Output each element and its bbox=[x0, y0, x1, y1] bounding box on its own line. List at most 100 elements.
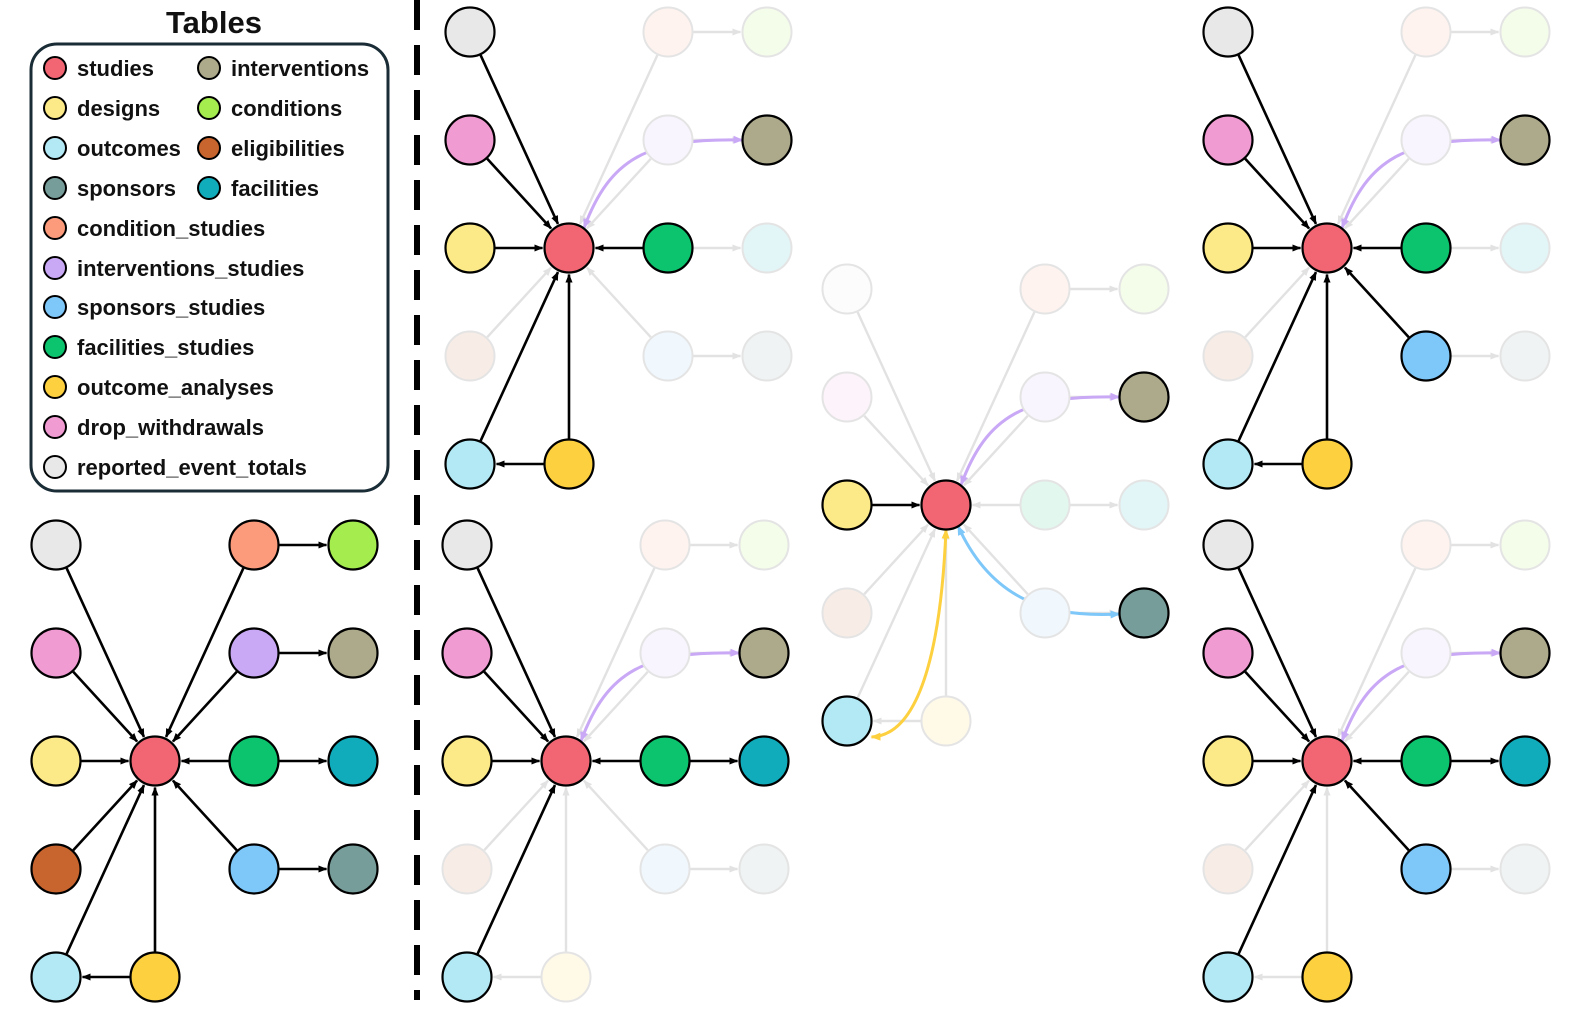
edge-sponsors-studies-to-studies bbox=[1343, 779, 1410, 852]
shortcut-edge-interventions-studies bbox=[1340, 648, 1502, 742]
node-outcomes bbox=[821, 695, 873, 747]
node-conditions bbox=[1499, 6, 1551, 58]
shortcut-edge-interventions-studies bbox=[1340, 135, 1502, 229]
legend-swatch bbox=[43, 136, 67, 160]
node-facilities-studies bbox=[639, 735, 691, 787]
node-facilities bbox=[1499, 735, 1551, 787]
node-sponsors-studies bbox=[1400, 843, 1452, 895]
node-sponsors-studies bbox=[228, 843, 280, 895]
node-drop-withdrawals bbox=[1202, 627, 1254, 679]
edge-outcomes-to-studies bbox=[476, 784, 557, 955]
legend-label: conditions bbox=[231, 96, 342, 121]
node-interventions-studies bbox=[1400, 627, 1452, 679]
node-designs bbox=[30, 735, 82, 787]
edge-reported-event-totals-to-studies bbox=[856, 311, 937, 482]
node-outcomes bbox=[1202, 951, 1254, 1003]
edge-sponsors-studies-to-studies bbox=[171, 779, 238, 852]
node-studies bbox=[1301, 222, 1353, 274]
node-drop-withdrawals bbox=[1202, 114, 1254, 166]
edge-eligibilities-to-studies bbox=[1244, 779, 1310, 852]
legend-swatch bbox=[43, 216, 67, 240]
node-eligibilities bbox=[1202, 843, 1254, 895]
node-interventions-studies bbox=[639, 627, 691, 679]
edge-reported-event-totals-to-studies bbox=[1237, 567, 1318, 738]
edge-eligibilities-to-studies bbox=[72, 779, 139, 852]
node-drop-withdrawals bbox=[30, 627, 82, 679]
shortcut-edge-outcomes-studies bbox=[870, 528, 950, 741]
node-sponsors-studies bbox=[642, 330, 694, 382]
node-interventions-studies bbox=[1400, 114, 1452, 166]
legend-label: interventions_studies bbox=[77, 256, 304, 281]
node-conditions bbox=[738, 519, 790, 571]
node-outcomes bbox=[30, 951, 82, 1003]
node-facilities bbox=[741, 222, 793, 274]
node-eligibilities bbox=[1202, 330, 1254, 382]
node-sponsors bbox=[1118, 587, 1170, 639]
legend-label: sponsors bbox=[77, 176, 176, 201]
node-interventions bbox=[327, 627, 379, 679]
legend-item-sponsors: sponsors bbox=[43, 176, 176, 201]
edge-eligibilities-to-studies bbox=[863, 523, 929, 596]
legend-label: studies bbox=[77, 56, 154, 81]
node-conditions bbox=[741, 6, 793, 58]
node-sponsors bbox=[1499, 843, 1551, 895]
edge-sponsors-studies-to-studies bbox=[963, 523, 1029, 596]
edge-drop-withdrawals-to-studies bbox=[1244, 670, 1311, 743]
node-designs bbox=[444, 222, 496, 274]
node-sponsors bbox=[738, 843, 790, 895]
edge-interventions-studies-to-studies bbox=[171, 670, 238, 743]
node-outcomes bbox=[444, 438, 496, 490]
edge-outcomes-to-studies bbox=[479, 271, 560, 442]
edge-reported-event-totals-to-studies bbox=[476, 567, 557, 738]
legend-label: outcomes bbox=[77, 136, 181, 161]
legend-item-facilities-studies: facilities_studies bbox=[43, 335, 254, 360]
node-outcome-analyses bbox=[129, 951, 181, 1003]
node-sponsors bbox=[1499, 330, 1551, 382]
node-outcome-analyses bbox=[1301, 951, 1353, 1003]
node-facilities bbox=[738, 735, 790, 787]
edge-drop-withdrawals-to-studies bbox=[486, 157, 553, 230]
node-interventions-studies bbox=[1019, 371, 1071, 423]
legend-swatch bbox=[43, 335, 67, 359]
legend-swatch bbox=[43, 176, 67, 200]
legend-swatch bbox=[43, 295, 67, 319]
legend-swatch bbox=[43, 96, 67, 120]
node-outcome-analyses bbox=[920, 695, 972, 747]
node-sponsors-studies bbox=[1019, 587, 1071, 639]
legend-swatch bbox=[43, 56, 67, 80]
node-interventions bbox=[1118, 371, 1170, 423]
node-drop-withdrawals bbox=[444, 114, 496, 166]
full-schema-graph bbox=[30, 519, 379, 1003]
legend-label: sponsors_studies bbox=[77, 295, 265, 320]
legend-label: drop_withdrawals bbox=[77, 415, 264, 440]
legend-swatch bbox=[43, 375, 67, 399]
edge-condition-studies-to-studies bbox=[164, 567, 245, 738]
subgraph-center bbox=[821, 263, 1170, 747]
node-reported-event-totals bbox=[441, 519, 493, 571]
edge-sponsors-studies-to-studies bbox=[586, 266, 652, 339]
edge-eligibilities-to-studies bbox=[1244, 266, 1310, 339]
node-facilities-studies bbox=[1400, 735, 1452, 787]
node-outcome-analyses bbox=[540, 951, 592, 1003]
node-interventions bbox=[1499, 114, 1551, 166]
edge-eligibilities-to-studies bbox=[486, 266, 552, 339]
edge-sponsors-studies-to-studies bbox=[583, 779, 649, 852]
subgraph-bottom-left bbox=[441, 519, 790, 1003]
legend-label: eligibilities bbox=[231, 136, 345, 161]
legend-item-studies: studies bbox=[43, 56, 154, 81]
legend-item-sponsors-studies: sponsors_studies bbox=[43, 295, 265, 320]
node-designs bbox=[821, 479, 873, 531]
node-interventions bbox=[738, 627, 790, 679]
legend-item-condition-studies: condition_studies bbox=[43, 216, 265, 241]
node-eligibilities bbox=[30, 843, 82, 895]
legend-label: interventions bbox=[231, 56, 369, 81]
node-eligibilities bbox=[441, 843, 493, 895]
subgraph-top-left bbox=[444, 6, 793, 490]
node-conditions bbox=[1118, 263, 1170, 315]
legend-swatch bbox=[197, 56, 221, 80]
legend-item-outcomes: outcomes bbox=[43, 136, 181, 161]
node-condition-studies bbox=[1400, 519, 1452, 571]
node-studies bbox=[540, 735, 592, 787]
node-studies bbox=[920, 479, 972, 531]
